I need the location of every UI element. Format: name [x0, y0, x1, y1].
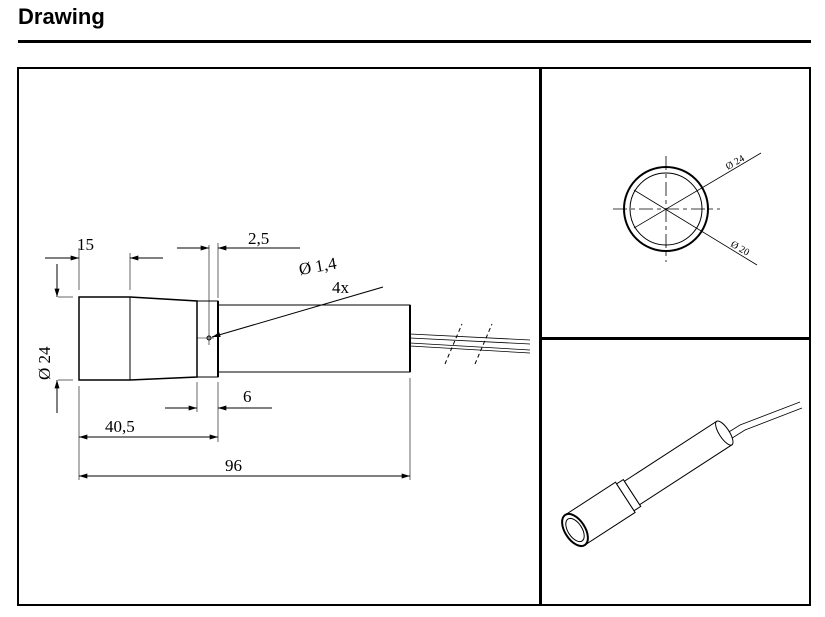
dim-band-offset: 2,5 [248, 229, 269, 248]
front-view-frame [540, 67, 811, 339]
dim-head-length: 40,5 [105, 417, 135, 436]
dim-outer-diameter: Ø 24 [724, 153, 747, 172]
dim-inner-diameter: Ø 20 [729, 239, 752, 258]
dim-band-width: 6 [243, 387, 252, 406]
dim-total-length: 96 [225, 456, 242, 475]
title-rule [18, 40, 811, 43]
iso-view [561, 401, 803, 548]
iso-view-frame [540, 338, 811, 606]
section-title: Drawing [18, 4, 105, 29]
dim-diameter: Ø 24 [35, 346, 54, 380]
front-view [613, 152, 762, 266]
dim-front-length: 15 [77, 235, 94, 254]
dim-hole-diameter: Ø 1,4 [297, 254, 338, 279]
side-view [45, 243, 531, 480]
dim-hole-count: 4x [332, 278, 350, 297]
